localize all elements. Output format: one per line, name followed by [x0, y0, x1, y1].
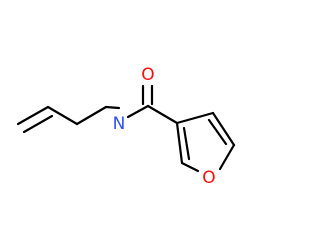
bond-carbonyl-ring [146, 104, 179, 125]
nitrogen-amide-label: N [113, 114, 126, 134]
bond-vinyl-double-a [16, 105, 50, 126]
bond-ring-c3-c2-double [175, 121, 184, 165]
bonds [16, 84, 236, 173]
bond-ring-o-c5 [218, 143, 236, 171]
oxygen-carbonyl-label: O [141, 65, 154, 85]
bond-ring-c5-c4-double [211, 111, 236, 147]
chemical-structure: O N O [16, 65, 236, 188]
bond-vinyl-double-b [22, 114, 54, 134]
atom-labels: O N O [113, 65, 216, 188]
bond-ring-c4-c3 [175, 111, 215, 125]
bond-nitrogen-carbonyl [126, 104, 150, 119]
bond-ring-c2-o [180, 161, 200, 173]
bond-vinyl-single [46, 105, 79, 126]
bond-nitrogen-ch2 [104, 105, 121, 110]
bond-ring-c5-c4-inner [207, 118, 228, 146]
oxygen-furan-label: O [202, 168, 215, 188]
bond-ch2-nitrogen [75, 105, 108, 126]
bond-ring-c3-c2-inner [182, 126, 191, 161]
